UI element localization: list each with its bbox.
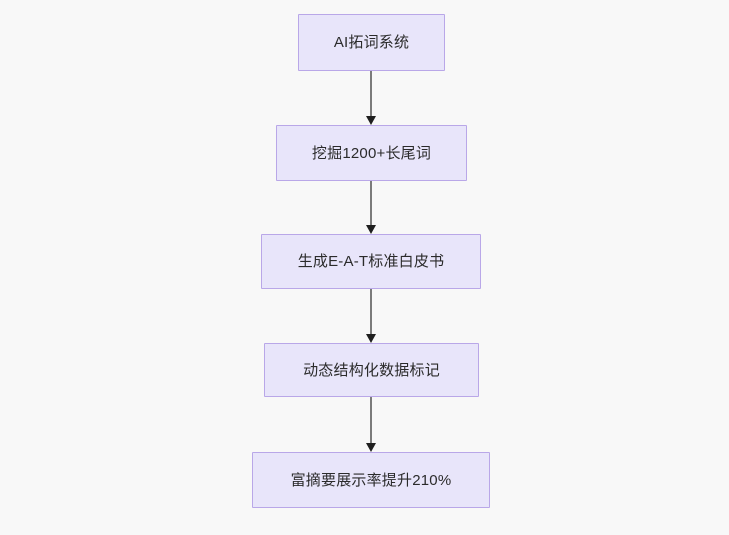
- flowchart-node-3[interactable]: 生成E-A-T标准白皮书: [261, 234, 481, 289]
- flowchart-node-5[interactable]: 富摘要展示率提升210%: [252, 452, 490, 508]
- edge-n1-n2: [370, 71, 372, 116]
- flowchart-node-3-label: 生成E-A-T标准白皮书: [297, 253, 445, 270]
- flowchart-node-4-label: 动态结构化数据标记: [303, 361, 440, 379]
- flowchart-node-1-label: AI拓词系统: [333, 34, 410, 51]
- arrowhead-n4-n5: [365, 443, 376, 452]
- flowchart-node-5-label: 富摘要展示率提升210%: [290, 471, 452, 489]
- arrowhead-n2-n3: [365, 225, 376, 234]
- flowchart-node-2-label: 挖掘1200+长尾词: [311, 144, 432, 162]
- flowchart-node-4[interactable]: 动态结构化数据标记: [264, 343, 479, 397]
- arrowhead-n1-n2: [365, 116, 376, 125]
- edge-n2-n3: [370, 181, 372, 225]
- flowchart-node-1[interactable]: AI拓词系统: [298, 14, 445, 71]
- edge-n4-n5: [370, 397, 372, 443]
- arrowhead-n3-n4: [365, 334, 376, 343]
- flowchart-node-2[interactable]: 挖掘1200+长尾词: [276, 125, 467, 181]
- edge-n3-n4: [370, 289, 372, 334]
